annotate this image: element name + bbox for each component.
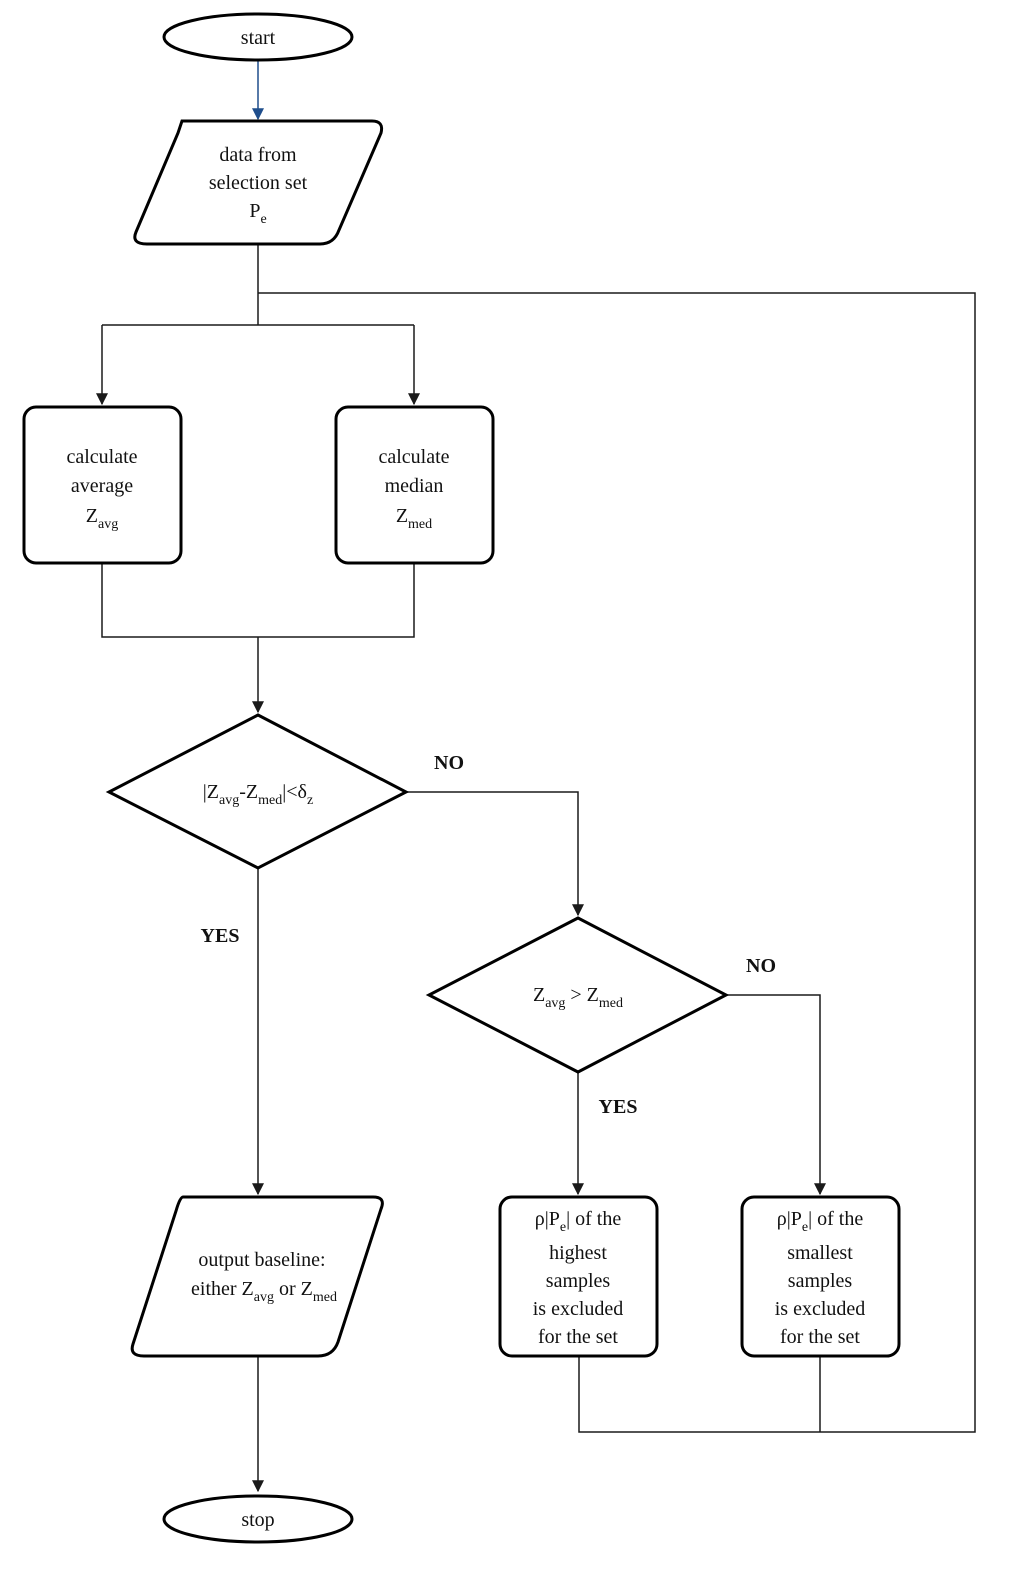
stop-label: stop bbox=[241, 1509, 274, 1531]
exclude-low-line-3: samples bbox=[788, 1270, 853, 1292]
exclude-high-line-1: ρ|Pe| of the bbox=[535, 1208, 622, 1235]
cond1-label: |Zavg-Zmed|<δz bbox=[203, 781, 313, 808]
input-line-1: data from bbox=[219, 144, 297, 166]
cond1-yes-label: YES bbox=[201, 925, 240, 947]
exclude-high-line-3: samples bbox=[546, 1270, 611, 1292]
edge-loop-back bbox=[258, 292, 976, 1433]
edge-cond1-no bbox=[406, 791, 584, 917]
input-line-2: selection set bbox=[209, 172, 308, 194]
exclude-highest-process bbox=[498, 1195, 659, 1358]
average-line-1: calculate bbox=[66, 446, 137, 468]
output-parallelogram bbox=[130, 1195, 384, 1358]
average-line-2: average bbox=[71, 475, 133, 497]
output-line-1: output baseline: bbox=[198, 1249, 325, 1271]
cond2-decision bbox=[425, 916, 730, 1074]
exclude-high-line-5: for the set bbox=[538, 1326, 618, 1348]
start-terminal bbox=[162, 12, 354, 62]
exclude-low-line-5: for the set bbox=[780, 1326, 860, 1348]
cond1-decision bbox=[105, 713, 410, 870]
exclude-low-line-4: is excluded bbox=[775, 1298, 866, 1320]
median-line-3: Zmed bbox=[396, 505, 432, 532]
median-line-1: calculate bbox=[378, 446, 449, 468]
average-line-3: Zavg bbox=[86, 505, 118, 532]
cond2-label: Zavg > Zmed bbox=[533, 984, 623, 1011]
edge-cond2-no bbox=[726, 994, 826, 1196]
exclude-high-line-2: highest bbox=[549, 1242, 607, 1264]
stop-terminal bbox=[162, 1494, 354, 1544]
median-line-2: median bbox=[385, 475, 444, 497]
exclude-low-line-1: ρ|Pe| of the bbox=[777, 1208, 864, 1235]
median-process bbox=[334, 405, 495, 565]
exclude-high-line-4: is excluded bbox=[533, 1298, 624, 1320]
cond2-yes-label: YES bbox=[599, 1096, 638, 1118]
edge-join-bar bbox=[101, 563, 415, 638]
exclude-low-line-2: smallest bbox=[787, 1242, 853, 1264]
start-label: start bbox=[241, 27, 276, 49]
input-parallelogram bbox=[133, 119, 384, 246]
cond2-no-label: NO bbox=[746, 955, 776, 977]
average-process bbox=[22, 405, 183, 565]
output-line-2: either Zavg or Zmed bbox=[191, 1278, 337, 1305]
input-line-3: Pe bbox=[249, 200, 266, 227]
cond1-no-label: NO bbox=[434, 752, 464, 774]
exclude-smallest-process bbox=[740, 1195, 901, 1358]
